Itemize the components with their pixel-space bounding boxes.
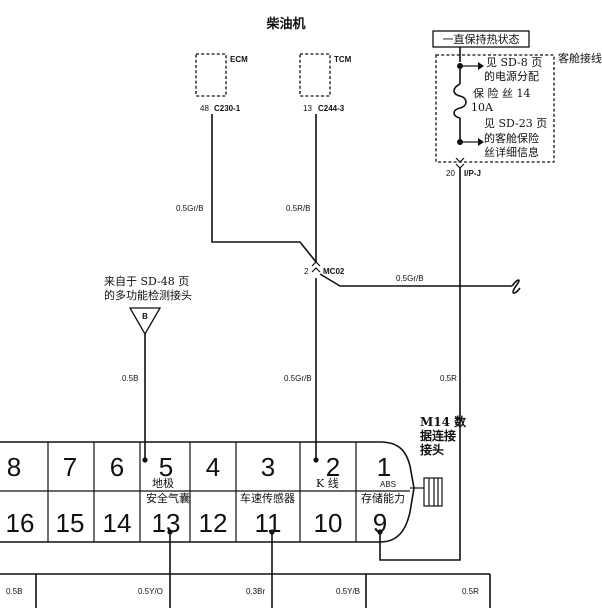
mc02-label: MC02: [323, 267, 345, 276]
note1-line1: 见 SD-8 页: [486, 56, 542, 69]
connector-latch: [423, 477, 443, 507]
pin-6: 6: [110, 452, 124, 482]
bottom-wire-10-label: 0.5Y/B: [336, 587, 360, 596]
pin-13-node: [167, 529, 173, 535]
pin-3: 3: [261, 452, 275, 482]
ecm-wire-label: 0.5Gr/B: [176, 204, 204, 213]
connector-title-1: M14 数: [420, 414, 467, 429]
ecm-module: [195, 53, 227, 97]
ecm-pin: 48: [200, 104, 209, 113]
power-wire-label: 0.5R: [440, 374, 457, 383]
cabin-junction-label: 客舱接线: [558, 51, 602, 65]
ecm-connector: C230-1: [214, 104, 241, 113]
pin-10: 10: [314, 508, 343, 538]
pin-15: 15: [56, 508, 85, 538]
pin-11: 11: [255, 508, 282, 538]
arrow-right-icon: [478, 138, 484, 146]
pin-5-node: [142, 457, 148, 463]
pin-11-node: [269, 529, 275, 535]
bottom-wire-11-label: 0.3Br: [246, 587, 265, 596]
mc02-output-wire: [319, 273, 512, 287]
power-pin: 20: [446, 169, 455, 178]
connector-title-2: 据连接: [420, 428, 456, 443]
note2-line1: 见 SD-23 页: [484, 117, 547, 130]
pin-16: 16: [6, 508, 35, 538]
label-ground: 地极: [152, 476, 174, 490]
connector-title-3: 接头: [420, 442, 444, 457]
tcm-wire-label: 0.5R/B: [286, 204, 310, 213]
power-connector: I/P-J: [464, 169, 481, 178]
mc02-connector-icon: [311, 261, 321, 273]
pin-12: 12: [199, 508, 228, 538]
bottom-wire-left-label: 0.5B: [6, 587, 22, 596]
note2-line2: 的客舱保险: [484, 131, 539, 145]
ip-j-connector-icon: [455, 157, 465, 169]
power-state-label: 一直保持热状态: [443, 32, 520, 46]
fuse-line2: 10A: [471, 101, 494, 114]
pin-1: 1: [377, 452, 391, 482]
ground-wire-label: 0.5B: [122, 374, 138, 383]
tcm-label: TCM: [334, 55, 352, 64]
mc02-pin: 2: [304, 267, 309, 276]
power-wire: [379, 168, 461, 561]
pin-5: 5: [159, 452, 173, 482]
mc02-output-wire-label: 0.5Gr/B: [396, 274, 424, 283]
label-k-line: K 线: [316, 476, 339, 490]
wire-break-icon: [511, 279, 521, 294]
label-abs: ABS: [380, 480, 396, 489]
pin-9: 9: [373, 508, 387, 538]
fuse-block: [435, 54, 555, 163]
ecm-label: ECM: [230, 55, 248, 64]
pin-9-node: [377, 529, 383, 535]
power-state-box: [432, 30, 530, 48]
pin-2-node: [313, 457, 319, 463]
bottom-wire-9-label: 0.5R: [462, 587, 479, 596]
tcm-pin: 13: [303, 104, 312, 113]
pin-4: 4: [206, 452, 220, 482]
k-line-wire-label: 0.5Gr/B: [284, 374, 312, 383]
power-node-top: [457, 63, 463, 69]
note1-line2: 的电源分配: [484, 69, 539, 83]
connector-cell-dividers: [47, 442, 357, 542]
bottom-wire-13-label: 0.5Y/O: [138, 587, 163, 596]
ecm-wire: [211, 114, 317, 263]
fuse-line1: 保 险 丝 14: [473, 86, 531, 100]
pin-13: 13: [152, 508, 181, 538]
label-speed-sensor: 车速传感器: [240, 491, 295, 505]
multifunction-tag-icon: [128, 307, 162, 336]
tcm-connector: C244-3: [318, 104, 345, 113]
fuse-icon: [453, 83, 467, 119]
pin-7: 7: [63, 452, 77, 482]
multifunction-line2: 的多功能检测接头: [104, 288, 192, 302]
label-airbag: 安全气囊: [146, 491, 190, 505]
note2-line3: 丝详细信息: [484, 145, 539, 159]
diagram-title: 柴油机: [265, 16, 305, 32]
pin-14: 14: [103, 508, 132, 538]
arrow-right-icon: [478, 62, 484, 70]
power-node-bottom: [457, 139, 463, 145]
pin-2: 2: [326, 452, 340, 482]
multifunction-tag: B: [142, 312, 148, 321]
tcm-module: [299, 53, 331, 97]
multifunction-line1: 来自于 SD-48 页: [104, 275, 189, 288]
label-storage: 存储能力: [361, 491, 405, 505]
pin-8: 8: [7, 452, 21, 482]
